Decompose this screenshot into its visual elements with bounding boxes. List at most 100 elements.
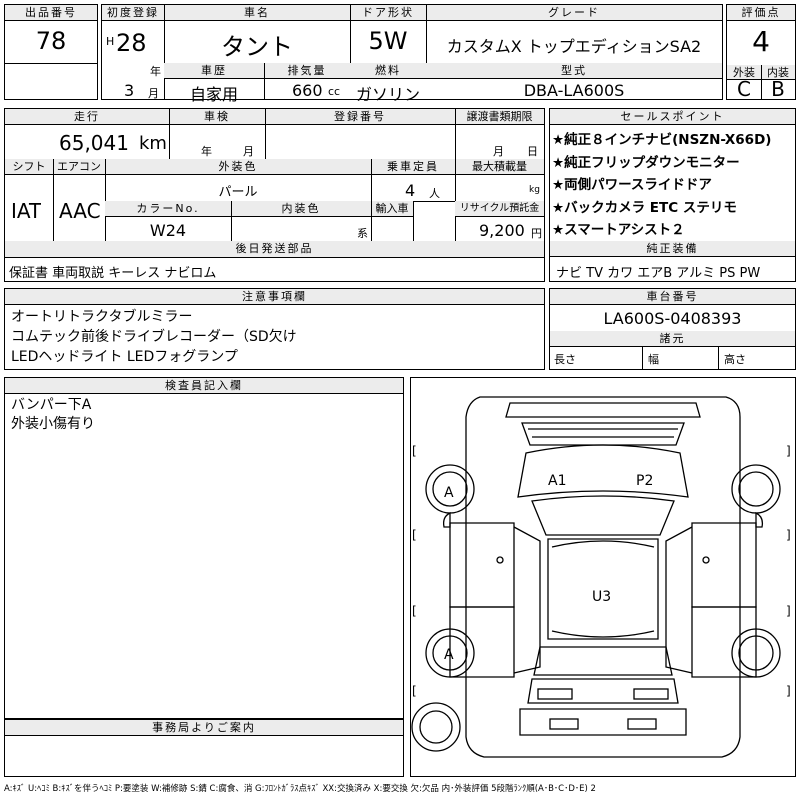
transfer-day-unit: 日 xyxy=(527,145,538,158)
bracket: [ xyxy=(412,684,417,698)
sales-points-label: セールスポイント xyxy=(550,109,795,125)
history: 自家用 xyxy=(189,85,238,104)
damage-mark-rear-left: A xyxy=(444,647,454,663)
width-label: 幅 xyxy=(648,353,659,366)
height-label: 高さ xyxy=(724,353,746,366)
lot-number-label: 出品番号 xyxy=(5,5,97,21)
inspection-label: 車検 xyxy=(169,109,265,125)
grade: カスタムX トップエディションSA2 xyxy=(446,37,702,56)
month-unit: 月 xyxy=(148,87,159,100)
recycle-unit: 円 xyxy=(531,227,542,240)
int-color-label: 内装色 xyxy=(231,201,371,217)
notes-list: オートリトラクタブルミラー コムテック前後ドライブレコーダー（SD欠け LEDヘ… xyxy=(11,307,297,367)
later-parts-box: 保証書 車両取説 キーレス ナビロム xyxy=(4,257,545,282)
ac: AAC xyxy=(59,199,101,223)
grade-label: グレード xyxy=(426,5,722,21)
chassis-label: 車台番号 xyxy=(550,289,795,305)
vehicle-info-box: 初度登録 車名 ドア形状 グレード H 28 年 3 月 タント 5W カスタム… xyxy=(101,4,723,104)
list-item: ★スマートアシスト２ xyxy=(552,222,685,238)
transfer-label: 譲渡書類期限 xyxy=(455,109,544,125)
later-parts-label: 後日発送部品 xyxy=(5,241,544,257)
standard-equipment: ナビ TV カワ エアB アルミ PS PW xyxy=(556,266,761,281)
shift-label: シフト xyxy=(5,159,53,175)
shift: IAT xyxy=(11,199,42,223)
damage-mark-u3: U3 xyxy=(592,589,611,605)
score-label: 評価点 xyxy=(727,5,795,21)
fuel: ガソリン xyxy=(355,85,420,104)
ac-label: エアコン xyxy=(53,159,105,175)
door-label: ドア形状 xyxy=(350,5,426,21)
bracket: ] xyxy=(786,684,791,698)
inspector-box: 検査員記入欄 バンパー下A 外装小傷有り xyxy=(4,377,404,719)
inspector-notes: バンパー下A 外装小傷有り xyxy=(11,396,95,434)
length-label: 長さ xyxy=(554,353,576,366)
lot-number-box: 出品番号 78 xyxy=(4,4,98,100)
interior-grade-label: 内装 xyxy=(761,65,795,80)
notes-label: 注意事項欄 xyxy=(5,289,544,305)
sales-points-list: ★純正８インチナビ(NSZN-X66D) ★純正フリップダウンモニター ★両側パ… xyxy=(552,129,795,242)
recycle-label: リサイクル預託金 xyxy=(455,201,544,217)
chassis-box: 車台番号 LA600S-0408393 諸元 長さ 幅 高さ xyxy=(549,288,796,370)
lot-number: 78 xyxy=(35,27,67,55)
mileage: 65,041 xyxy=(59,131,129,155)
office-box: 事務局よりご案内 xyxy=(4,719,404,777)
list-item: ★両側パワースライドドア xyxy=(552,177,712,193)
seats-label: 乗車定員 xyxy=(371,159,455,175)
door-type: 5W xyxy=(368,27,408,55)
damage-mark-a1: A1 xyxy=(548,473,566,489)
seats-unit: 人 xyxy=(429,187,440,200)
displacement: 660 xyxy=(292,81,323,100)
color-no-label: カラーNo. xyxy=(105,201,231,217)
exterior-color: パール xyxy=(218,185,258,200)
damage-mark-front-left: A xyxy=(444,485,454,501)
car-diagram-frame xyxy=(410,377,796,777)
era: H xyxy=(106,35,115,48)
damage-mark-p2: P2 xyxy=(636,473,653,489)
later-parts: 保証書 車両取説 キーレス ナビロム xyxy=(9,266,217,281)
car-name-label: 車名 xyxy=(164,5,350,21)
chassis-number: LA600S-0408393 xyxy=(603,309,742,328)
car-name: タント xyxy=(221,33,293,61)
bracket: [ xyxy=(412,604,417,618)
score-box: 評価点 4 外装 内装 C B xyxy=(726,4,796,101)
bracket: ] xyxy=(786,604,791,618)
interior-grade: B xyxy=(771,77,785,101)
recycle-fee: 9,200 xyxy=(479,221,525,240)
mileage-unit: km xyxy=(139,133,167,154)
list-item: 外装小傷有り xyxy=(11,416,95,432)
fuel-label: 燃料 xyxy=(350,63,426,79)
sales-points-box: セールスポイント ★純正８インチナビ(NSZN-X66D) ★純正フリップダウン… xyxy=(549,108,796,282)
mileage-label: 走行 xyxy=(5,109,169,125)
first-reg-label: 初度登録 xyxy=(102,5,164,21)
reg-month: 3 xyxy=(124,81,135,100)
notes-box: 注意事項欄 オートリトラクタブルミラー コムテック前後ドライブレコーダー（SD欠… xyxy=(4,288,545,370)
exterior-grade-label: 外装 xyxy=(727,65,761,80)
model: DBA-LA600S xyxy=(523,81,625,100)
exterior-grade: C xyxy=(737,77,751,101)
bracket: ] xyxy=(786,444,791,458)
inspection-year-unit: 年 xyxy=(201,145,212,158)
list-item: ★純正フリップダウンモニター xyxy=(552,154,740,171)
car-diagram: A A A1 P2 U3 [ [ [ [ ] ] ] ] xyxy=(411,396,791,758)
legend: A:ｷｽﾞ U:ﾍｺﾐ B:ｷｽﾞを伴うﾍｺﾐ P:要塗装 W:補修跡 S:錆 … xyxy=(4,784,596,794)
displacement-unit: cc xyxy=(328,85,341,98)
history-label: 車歴 xyxy=(164,63,264,79)
int-color-unit: 系 xyxy=(357,227,368,240)
reg-year: 28 xyxy=(116,29,147,57)
year-unit: 年 xyxy=(150,65,161,78)
displacement-label: 排気量 xyxy=(264,63,350,79)
inspection-month-unit: 月 xyxy=(243,145,254,158)
dims-label: 諸元 xyxy=(550,331,795,347)
score: 4 xyxy=(752,25,770,58)
load-label: 最大積載量 xyxy=(455,159,544,175)
office-label: 事務局よりご案内 xyxy=(5,720,403,736)
list-item: オートリトラクタブルミラー xyxy=(11,309,193,325)
bracket: ] xyxy=(786,528,791,542)
seats: 4 xyxy=(405,181,416,200)
list-item: バンパー下A xyxy=(11,397,92,413)
standard-equipment-label: 純正装備 xyxy=(550,241,795,257)
list-item: LEDヘッドライト LEDフォグランプ xyxy=(11,349,238,365)
list-item: コムテック前後ドライブレコーダー（SD欠け xyxy=(11,329,297,345)
color-label: 外装色 xyxy=(105,159,371,175)
transfer-month-unit: 月 xyxy=(493,145,504,158)
